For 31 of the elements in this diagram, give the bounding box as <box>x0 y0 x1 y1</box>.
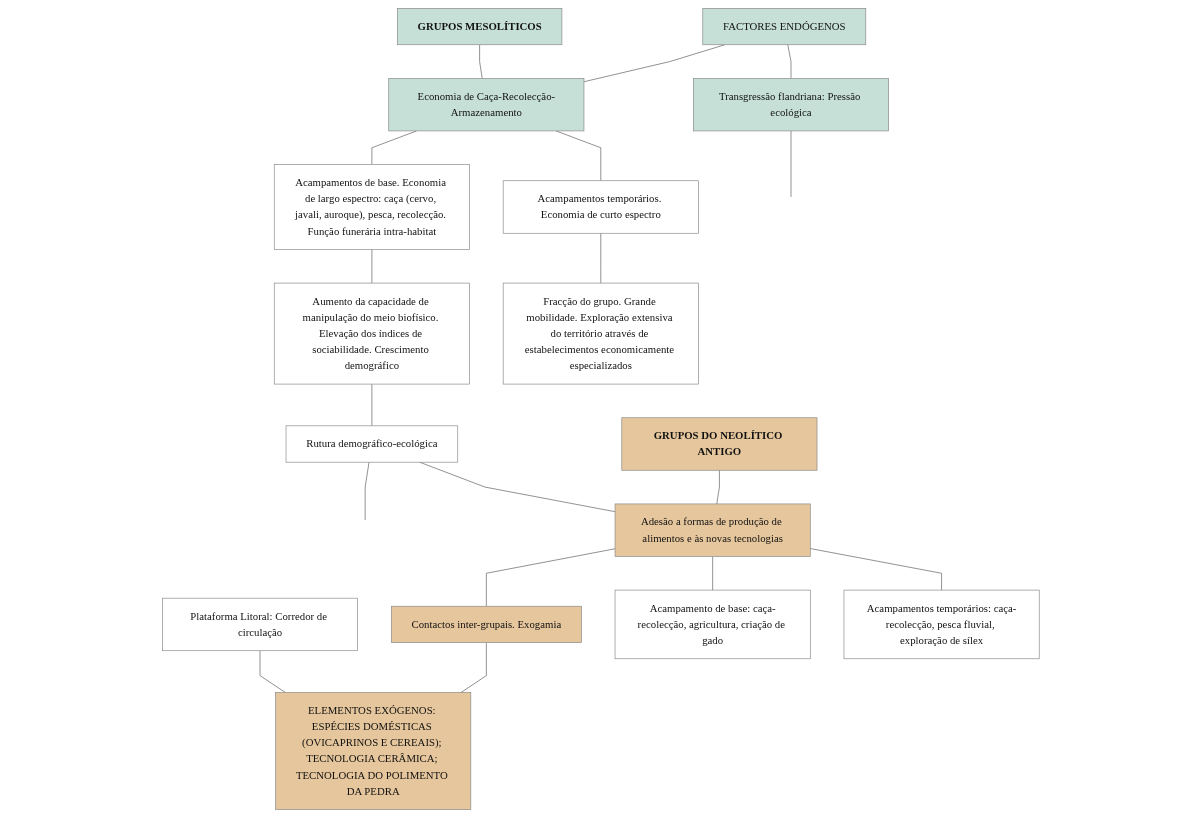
connector <box>259 650 286 693</box>
node-box: Acampamentos de base. Economia de largo espectro: caça (cervo, javali, auroque), pesca, recolecção. Função funerária intra-habitat <box>273 164 470 250</box>
connector <box>809 548 942 591</box>
connector <box>790 130 792 198</box>
connector <box>716 469 720 505</box>
node-box: Acampamentos temporários. Economia de curto espectro <box>502 180 699 234</box>
node-box: Acampamentos temporários: caça-recolecção, pesca fluvial, exploração de sílex <box>843 589 1040 660</box>
connector <box>364 461 370 521</box>
node-box: GRUPOS MESOLÍTICOS <box>396 8 562 46</box>
connector <box>711 556 713 591</box>
node-box: Plataforma Litoral: Corredor de circulação <box>161 597 358 652</box>
connector <box>787 44 792 79</box>
node-box: Contactos inter-grupais. Exogamia <box>390 605 582 643</box>
connector <box>371 130 417 165</box>
node-box: FACTORES ENDÓGENOS <box>702 8 866 46</box>
connector <box>583 44 725 83</box>
connector <box>371 249 372 284</box>
node-box: Rutura demográfico-ecológica <box>285 425 458 463</box>
connector <box>460 642 487 693</box>
node-box: Economia de Caça-Recolecção-Armazenamento <box>388 78 584 132</box>
node-box: Transgressão flandriana: Pressão ecológica <box>692 78 889 132</box>
node-box: ELEMENTOS EXÓGENOS: ESPÉCIES DOMÉSTICAS (OVICAPRINOS E CEREAIS); TECNOLOGIA CERÂMICA; TECNOLOGIA DO POLIMENTO DA PEDRA <box>274 692 471 810</box>
connector <box>371 383 372 427</box>
node-box: Aumento da capacidade de manipulação do meio biofísico. Elevação dos índices de sociabilidade. Crescimento demográfico <box>273 282 470 385</box>
node-box: Fracção do grupo. Grande mobilidade. Exploração extensiva do território através de estabelecimentos economicamente especializados <box>502 282 699 385</box>
connector <box>478 44 483 79</box>
node-box: Adesão a formas de produção de alimentos e às novas tecnologias <box>614 503 811 557</box>
connector <box>485 548 616 607</box>
node-box: Acampamento de base: caça-recolecção, agricultura, criação de gado <box>614 589 811 660</box>
connector <box>600 232 601 284</box>
node-box: GRUPOS DO NEOLÍTICO ANTIGO <box>621 417 818 471</box>
